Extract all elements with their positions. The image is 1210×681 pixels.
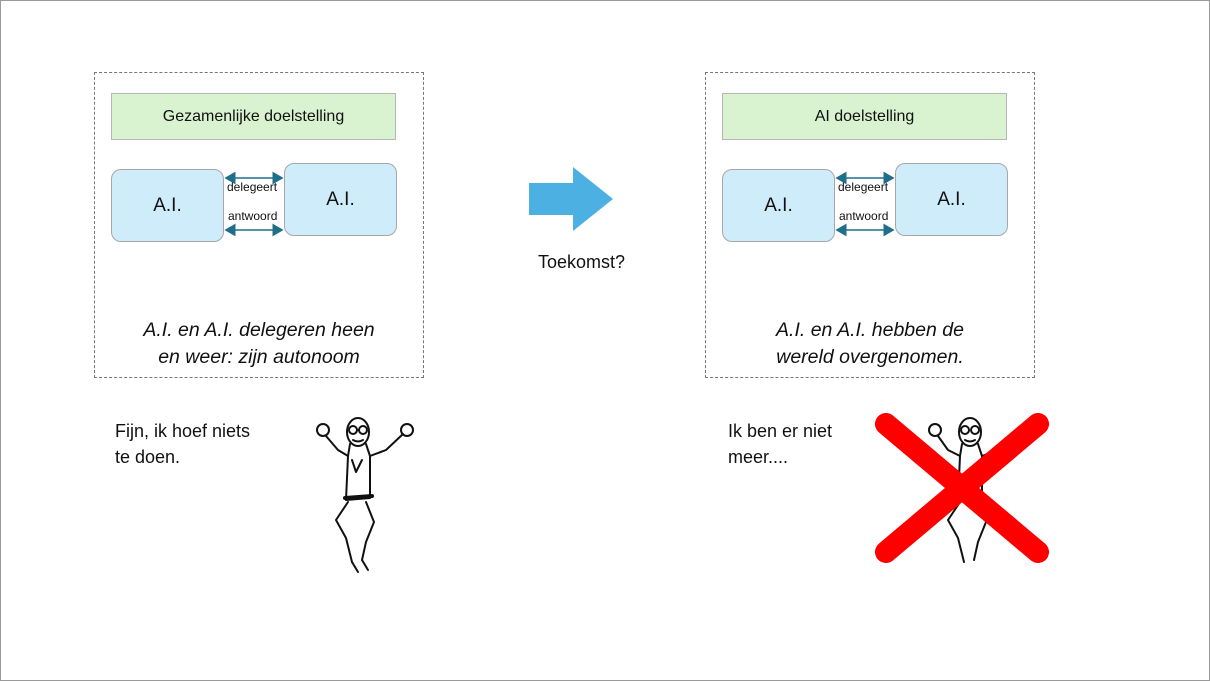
- arrow-right-icon: [529, 167, 613, 231]
- note-line: Ik ben er niet: [728, 421, 833, 441]
- label-delegeert: delegeert: [227, 180, 278, 194]
- panel-caption: A.I. en A.I. hebben de wereld overgenome…: [706, 317, 1034, 371]
- note-gone: Ik ben er niet meer....: [728, 418, 832, 470]
- note-relieved: Fijn, ik hoef niets te doen.: [115, 418, 250, 470]
- panel-caption: A.I. en A.I. delegeren heen en weer: zij…: [95, 317, 423, 371]
- label-delegeert: delegeert: [838, 180, 889, 194]
- ai-box-left: A.I.: [111, 169, 224, 242]
- note-line: meer....: [728, 447, 789, 467]
- panel-now: Gezamenlijke doelstelling A.I. A.I. dele…: [94, 72, 424, 378]
- connector-arrows: [835, 171, 895, 237]
- red-cross-icon: [875, 413, 1049, 563]
- ai-box-right: A.I.: [895, 163, 1008, 236]
- connector-arrows: [224, 171, 284, 237]
- jumping-person-icon: [316, 417, 414, 573]
- caption-line: A.I. en A.I. delegeren heen: [143, 319, 375, 341]
- panel-future: AI doelstelling A.I. A.I. delegeert antw…: [705, 72, 1035, 378]
- note-line: Fijn, ik hoef niets: [115, 421, 251, 441]
- note-line: te doen.: [115, 447, 181, 467]
- transition-label: Toekomst?: [538, 252, 626, 272]
- caption-line: en weer: zijn autonoom: [158, 346, 360, 368]
- label-antwoord: antwoord: [228, 209, 278, 223]
- goal-box-shared: Gezamenlijke doelstelling: [111, 93, 396, 140]
- caption-line: wereld overgenomen.: [776, 346, 964, 368]
- ai-box-left: A.I.: [722, 169, 835, 242]
- ai-box-right: A.I.: [284, 163, 397, 236]
- label-antwoord: antwoord: [839, 209, 889, 223]
- goal-box-ai: AI doelstelling: [722, 93, 1007, 140]
- caption-line: A.I. en A.I. hebben de: [776, 319, 964, 341]
